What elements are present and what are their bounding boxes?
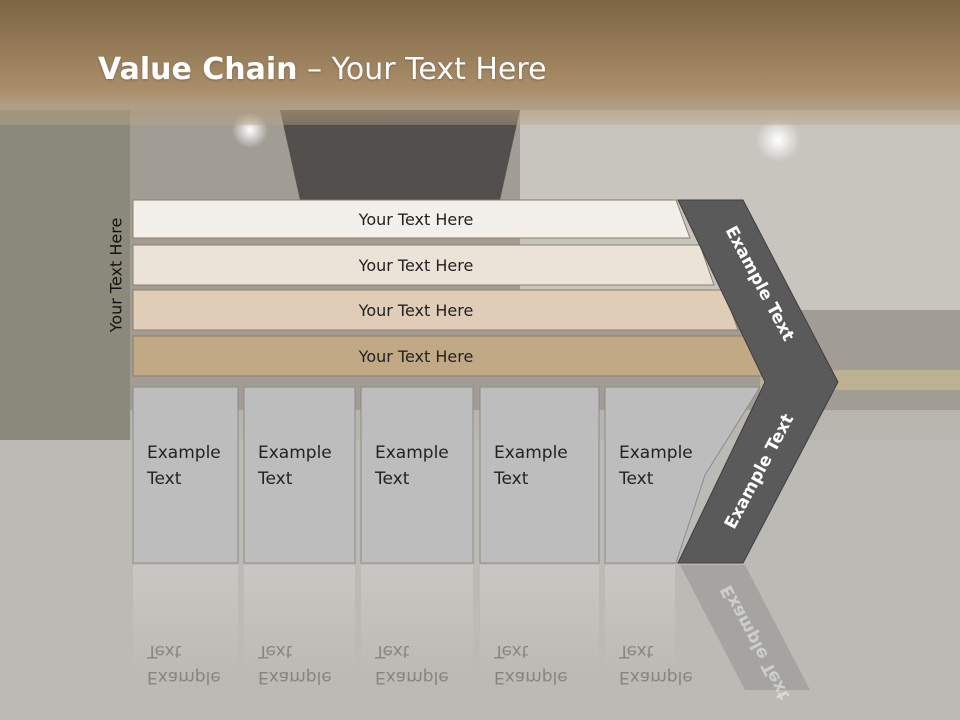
- chevron-shape: [677, 199, 839, 564]
- reflection-line1: Example: [258, 667, 332, 687]
- reflection-line2: Text: [374, 641, 410, 661]
- box-reflection-text: Example Text: [146, 641, 221, 687]
- box-shape: [243, 386, 356, 564]
- reflection-line2: Text: [618, 641, 654, 661]
- box-reflection-text: Example Text: [618, 641, 693, 687]
- row-4: Your Text Here: [132, 335, 763, 377]
- box-reflection-text: Example Text: [493, 641, 568, 687]
- title-bold: Value Chain: [98, 52, 298, 87]
- row-bar: [132, 244, 715, 286]
- row-bar: [132, 289, 739, 331]
- row-2: Your Text Here: [132, 244, 715, 286]
- row-label: Your Text Here: [358, 301, 474, 320]
- box-text-line2: Text: [257, 469, 293, 489]
- box-text-line1: Example: [494, 443, 568, 463]
- box-reflection-text: Example Text: [257, 641, 332, 687]
- box-text-line1: Example: [258, 443, 332, 463]
- row-3: Your Text Here: [132, 289, 739, 331]
- row-1: Your Text Here: [132, 199, 691, 239]
- row-label: Your Text Here: [358, 256, 474, 275]
- box-text-line2: Text: [618, 469, 654, 489]
- row-bar: [132, 199, 691, 239]
- box-shape: [360, 386, 474, 564]
- reflection-line2: Text: [257, 641, 293, 661]
- box-shape: [132, 386, 239, 564]
- row-label: Your Text Here: [358, 347, 474, 366]
- reflection-line1: Example: [494, 667, 568, 687]
- box-text-line2: Text: [146, 469, 182, 489]
- reflection-line2: Text: [493, 641, 529, 661]
- box-text-line1: Example: [375, 443, 449, 463]
- reflection-line1: Example: [375, 667, 449, 687]
- slide-title: Value Chain – Your Text Here: [98, 52, 547, 87]
- reflection-line1: Example: [619, 667, 693, 687]
- title-rest: – Your Text Here: [297, 52, 547, 87]
- row-label: Your Text Here: [358, 210, 474, 229]
- box-text-line1: Example: [147, 443, 221, 463]
- box-text-line2: Text: [493, 469, 529, 489]
- box-shape: [479, 386, 600, 564]
- box-reflection-text: Example Text: [374, 641, 449, 687]
- reflection-line1: Example: [147, 667, 221, 687]
- box-text-line2: Text: [374, 469, 410, 489]
- reflection: [133, 565, 810, 690]
- box-shape: [604, 386, 761, 564]
- reflection-line2: Text: [146, 641, 182, 661]
- box-text-line1: Example: [619, 443, 693, 463]
